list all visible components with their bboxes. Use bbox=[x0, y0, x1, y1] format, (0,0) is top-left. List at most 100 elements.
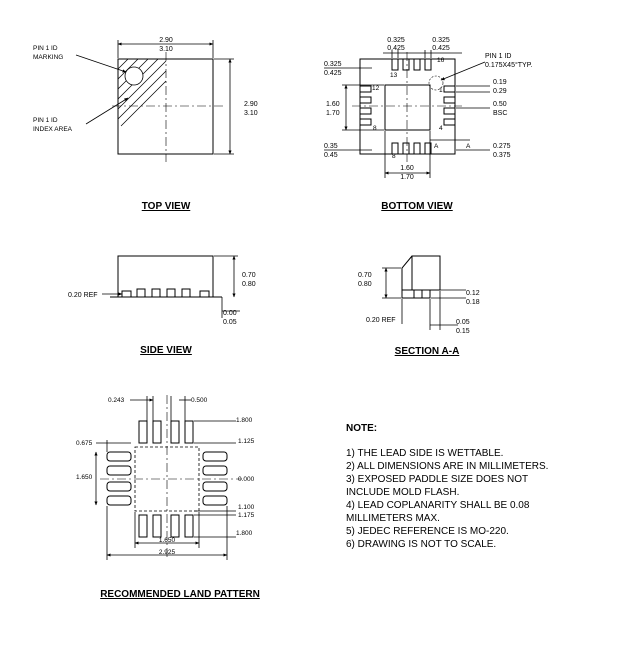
note-line: MILLIMETERS MAX. bbox=[346, 513, 440, 524]
lead-side bbox=[181, 288, 191, 298]
lead-side bbox=[136, 288, 146, 298]
pin-number-13: 13 bbox=[390, 72, 398, 79]
section-a-a: 0.70 0.80 0.12 0.18 0.20 REF 0.05 0.15 S… bbox=[358, 255, 480, 357]
land-right bbox=[202, 495, 228, 506]
side-height-1: 0.70 bbox=[242, 272, 256, 279]
land-dim-0500: 0.500 bbox=[191, 397, 208, 404]
pin-number-4: 4 bbox=[439, 125, 443, 132]
section-ref: 0.20 REF bbox=[366, 317, 396, 324]
pad-right bbox=[443, 96, 456, 104]
bottom-view-heading: BOTTOM VIEW bbox=[381, 201, 453, 212]
land-dim-0243: 0.243 bbox=[108, 397, 125, 404]
pad-bottom bbox=[413, 142, 421, 155]
land-dim-2925: 2.925 bbox=[159, 549, 176, 556]
pin1-marking-label-2: MARKING bbox=[33, 54, 63, 61]
bottom-pad-len-1: 0.325 bbox=[324, 61, 342, 68]
land-dim-1175: 1.175 bbox=[238, 512, 255, 519]
land-left bbox=[106, 495, 132, 506]
note-line: 4) LEAD COPLANARITY SHALL BE 0.08 bbox=[346, 500, 530, 511]
land-dim-0675: 0.675 bbox=[76, 440, 93, 447]
pin1-dashed-circle bbox=[428, 75, 444, 91]
pad-bottom bbox=[391, 142, 399, 155]
pad-right bbox=[443, 118, 456, 126]
pad-bottom bbox=[402, 142, 410, 155]
land-right bbox=[202, 451, 228, 462]
pin-number-12: 12 bbox=[372, 85, 380, 92]
bottom-left-1: 0.35 bbox=[324, 143, 338, 150]
land-bottom bbox=[152, 514, 162, 538]
side-view: 0.70 0.80 0.20 REF 0.00 0.05 SIDE VIEW bbox=[68, 255, 256, 356]
lead-side bbox=[121, 290, 132, 298]
pad-left bbox=[359, 96, 372, 104]
land-left bbox=[106, 465, 132, 476]
pin1-chamfer-label: 0.175X45°TYP. bbox=[485, 61, 532, 69]
pin-number-16: 16 bbox=[437, 57, 445, 64]
top-view: 2.90 3.10 2.90 3.10 PIN 1 ID MARKING PIN… bbox=[33, 37, 258, 212]
top-view-heading: TOP VIEW bbox=[142, 201, 191, 212]
lead-side bbox=[166, 288, 176, 298]
side-standoff-2: 0.05 bbox=[223, 319, 237, 326]
land-dim-0000: 0.000 bbox=[238, 476, 255, 483]
bottom-pad-w-b2: 0.425 bbox=[432, 45, 450, 52]
land-right bbox=[202, 465, 228, 476]
section-mark-left: A bbox=[434, 143, 439, 150]
land-bottom bbox=[184, 514, 194, 538]
pad-right bbox=[443, 107, 456, 115]
land-dim-1650v: 1.650 bbox=[76, 474, 93, 481]
side-standoff-1: 0.00 bbox=[223, 310, 237, 317]
top-height-max: 2.90 bbox=[244, 101, 258, 108]
bottom-view: 12 8 13 16 1 4 8 A A 0.325 0.425 0.325 0… bbox=[324, 37, 532, 212]
section-lead-t-2: 0.18 bbox=[466, 299, 480, 306]
pin1-marking-label-1: PIN 1 ID bbox=[33, 45, 58, 52]
section-edge-1: 0.05 bbox=[456, 319, 470, 326]
land-pattern-heading: RECOMMENDED LAND PATTERN bbox=[100, 589, 260, 600]
land-dim-1800b: 1.800 bbox=[236, 530, 253, 537]
top-height-min: 3.10 bbox=[244, 110, 258, 117]
top-width-min: 3.10 bbox=[159, 46, 173, 53]
pin1-marking-circle bbox=[124, 66, 144, 86]
note-line: 2) ALL DIMENSIONS ARE IN MILLIMETERS. bbox=[346, 461, 548, 472]
land-pattern: 0.243 0.500 1.800 1.125 0.675 1.650 0.00… bbox=[76, 395, 260, 600]
land-top bbox=[138, 420, 148, 444]
land-top bbox=[170, 420, 180, 444]
pin1-id-label: PIN 1 ID bbox=[485, 53, 511, 60]
exposed-paddle bbox=[384, 84, 431, 131]
land-dim-1125: 1.125 bbox=[238, 438, 255, 445]
notes-block: NOTE: 1) THE LEAD SIDE IS WETTABLE. 2) A… bbox=[346, 423, 548, 550]
note-line: 1) THE LEAD SIDE IS WETTABLE. bbox=[346, 448, 503, 459]
bottom-pad-w-a2: 0.425 bbox=[387, 45, 405, 52]
land-dim-1650h: 1.650 bbox=[159, 537, 176, 544]
package-outline bbox=[117, 58, 214, 155]
pad-bottom bbox=[424, 142, 432, 155]
notes-title: NOTE: bbox=[346, 423, 377, 434]
section-mold-body bbox=[411, 255, 441, 291]
paddle-h-1: 1.60 bbox=[326, 101, 340, 108]
lead-side bbox=[199, 290, 210, 298]
lead-width-1: 0.19 bbox=[493, 79, 507, 86]
bottom-pad-len-2: 0.425 bbox=[324, 70, 342, 77]
section-height-2: 0.80 bbox=[358, 281, 372, 288]
pad-top bbox=[391, 58, 399, 71]
pad-top bbox=[402, 58, 410, 71]
side-ref: 0.20 REF bbox=[68, 292, 98, 299]
pin-number-1: 1 bbox=[439, 87, 443, 94]
paddle-w-2: 1.70 bbox=[400, 174, 414, 181]
note-line: INCLUDE MOLD FLASH. bbox=[346, 487, 459, 498]
section-height-1: 0.70 bbox=[358, 272, 372, 279]
package-side-body bbox=[117, 255, 214, 298]
land-left bbox=[106, 481, 132, 492]
land-top bbox=[152, 420, 162, 444]
pad-left bbox=[359, 107, 372, 115]
top-width-max: 2.90 bbox=[159, 37, 173, 44]
bottom-pad-w-b1: 0.325 bbox=[432, 37, 450, 44]
paddle-h-2: 1.70 bbox=[326, 110, 340, 117]
land-dim-1800a: 1.800 bbox=[236, 417, 253, 424]
pad-left bbox=[359, 118, 372, 126]
land-bottom bbox=[170, 514, 180, 538]
pad-top bbox=[424, 58, 432, 71]
pad-right bbox=[443, 85, 456, 93]
note-line: 6) DRAWING IS NOT TO SCALE. bbox=[346, 539, 496, 550]
note-line: 3) EXPOSED PADDLE SIZE DOES NOT bbox=[346, 474, 528, 485]
pad-left bbox=[359, 85, 372, 93]
